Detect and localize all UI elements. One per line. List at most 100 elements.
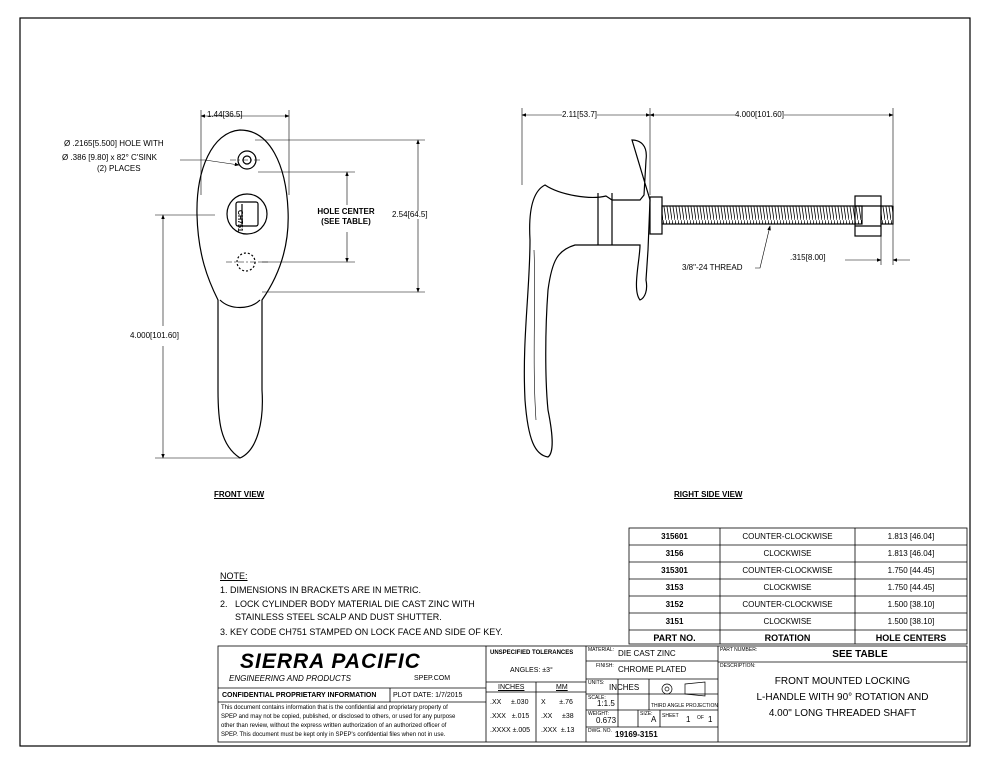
front-view-dimensions (155, 110, 425, 459)
table-row-rotation: CLOCKWISE (763, 549, 812, 558)
tolerance-inch-row: .XXX ±.015 (490, 713, 530, 720)
handle-body-outline (196, 129, 289, 459)
description-line-1: FRONT MOUNTED LOCKING (774, 676, 911, 687)
note-3: 3. KEY CODE CH751 STAMPED ON LOCK FACE A… (220, 627, 503, 637)
table-row-centers: 1.813 [46.04] (887, 549, 935, 558)
side-handle-outline (523, 139, 651, 458)
part-number-label: PART NUMBER: (720, 647, 758, 653)
scale-value: 1:1.5 (597, 699, 615, 708)
sheet-of-label: OF (697, 715, 704, 721)
material-label: MATERIAL: (588, 647, 615, 653)
table-header-centers: HOLE CENTERS (875, 633, 947, 643)
sheet-border (19, 17, 971, 747)
tolerance-mm-row: .XX ±38 (541, 713, 574, 720)
shaft-collar (649, 196, 663, 235)
size-value: A (651, 715, 657, 724)
table-row-centers: 1.750 [44.45] (887, 583, 935, 592)
sheet-number: 1 (686, 715, 691, 724)
table-row-centers: 1.750 [44.45] (887, 566, 935, 575)
hole-center-label-1: HOLE CENTER (317, 207, 375, 216)
hole-center-label-2: (SEE TABLE) (321, 217, 371, 226)
nut-dim: .315[8.00] (790, 253, 826, 262)
front-handle-dim: 4.000[101.60] (130, 331, 179, 340)
tolerance-mm-head: MM (556, 684, 568, 691)
front-view-title: FRONT VIEW (214, 490, 265, 499)
tolerance-mm-row: .XXX ±.13 (541, 727, 575, 734)
front-view-drawing (196, 129, 289, 459)
tolerance-inches-head: INCHES (498, 684, 525, 691)
table-header-rotation: ROTATION (764, 633, 811, 643)
description-line-3: 4.00" LONG THREADED SHAFT (768, 708, 917, 719)
sheet-total: 1 (708, 715, 713, 724)
threaded-shaft (661, 205, 863, 225)
company-website: SPEP.COM (414, 675, 451, 682)
units-value: INCHES (609, 683, 640, 692)
table-row-centers: 1.500 [38.10] (887, 600, 935, 609)
table-row-rotation: CLOCKWISE (763, 617, 812, 626)
table-row-rotation: COUNTER-CLOCKWISE (742, 532, 833, 541)
table-header-part: PART NO. (653, 633, 696, 643)
side-view-drawing (523, 139, 894, 458)
finish-label: FINISH: (596, 663, 614, 669)
units-label: UNITS: (588, 680, 605, 686)
plot-date: PLOT DATE: 1/7/2015 (393, 692, 463, 699)
note-2-cont: STAINLESS STEEL SCALP AND DUST SHUTTER. (220, 612, 442, 622)
lock-cylinder (226, 193, 268, 235)
weight-value: 0.673 (596, 716, 617, 725)
lock-face (235, 201, 259, 227)
dwg-label: DWG. NO. (588, 728, 612, 734)
table-row-part: 315601 (661, 532, 688, 541)
size-label: SIZE: (640, 711, 653, 717)
part-number-value: SEE TABLE (832, 649, 888, 660)
confidential-text-2: SPEP and may not be copied, published, o… (221, 714, 456, 720)
projection-symbol (661, 681, 706, 697)
side-depth-dim: 2.11[53.7] (562, 110, 598, 119)
tolerance-inch-row: .XX ±.030 (490, 699, 529, 706)
hole-note-line3: (2) PLACES (97, 164, 141, 173)
part-table-grid (628, 527, 968, 645)
confidential-title: CONFIDENTIAL PROPRIETARY INFORMATION (222, 692, 377, 699)
projection-label: THIRD ANGLE PROJECTION (651, 703, 718, 709)
confidential-text-4: SPEP. This document must be kept only in… (221, 732, 446, 738)
notes-heading: NOTE: (220, 571, 248, 581)
side-view-dimensions (521, 108, 910, 269)
tolerances-title: UNSPECIFIED TOLERANCES (490, 650, 574, 656)
material-value: DIE CAST ZINC (618, 649, 676, 658)
table-row-part: 315301 (661, 566, 688, 575)
table-row-part: 3152 (665, 600, 684, 609)
front-body-dim: 2.54[64.5] (392, 210, 428, 219)
note-2: 2. LOCK CYLINDER BODY MATERIAL DIE CAST … (220, 599, 475, 609)
side-shaft-dim: 4.000[101.60] (735, 110, 784, 119)
table-row-centers: 1.813 [46.04] (887, 532, 935, 541)
front-width-dim: 1.44[36.5] (207, 110, 243, 119)
table-row-part: 3151 (665, 617, 684, 626)
title-block-grid (217, 645, 968, 743)
dwg-number: 19169-3151 (615, 730, 658, 739)
note-1: 1. DIMENSIONS IN BRACKETS ARE IN METRIC. (220, 585, 422, 595)
thread-note: 3/8"-24 THREAD (682, 263, 743, 272)
tolerance-inch-row: .XXXX ±.005 (490, 727, 531, 734)
side-view-title: RIGHT SIDE VIEW (674, 490, 743, 499)
hole-note-line2: Ø .386 [9.80] x 82° C'SINK (62, 153, 157, 162)
table-row-rotation: COUNTER-CLOCKWISE (742, 600, 833, 609)
hole-note-line1: Ø .2165[5.500] HOLE WITH (64, 139, 164, 148)
confidential-text-1: This document contains information that … (221, 705, 448, 711)
table-row-centers: 1.500 [38.10] (887, 617, 935, 626)
scale-label: SCALE: (588, 695, 606, 701)
description-label: DESCRIPTION: (720, 663, 756, 669)
company-name: SIERRA PACIFIC (240, 650, 421, 673)
tolerance-mm-row: X ±.76 (541, 699, 573, 706)
tolerance-angles: ANGLES: ±3° (510, 667, 553, 674)
table-row-part: 3156 (665, 549, 684, 558)
key-code-stamp: CH751 (236, 210, 243, 232)
finish-value: CHROME PLATED (618, 665, 687, 674)
table-row-rotation: CLOCKWISE (763, 583, 812, 592)
table-row-rotation: COUNTER-CLOCKWISE (742, 566, 833, 575)
company-subtitle: ENGINEERING AND PRODUCTS (229, 674, 351, 683)
table-row-part: 3153 (665, 583, 684, 592)
confidential-text-3: other than review, without the express w… (221, 723, 447, 729)
description-line-2: L-HANDLE WITH 90° ROTATION AND (756, 692, 929, 703)
weight-label: WEIGHT: (588, 711, 609, 717)
